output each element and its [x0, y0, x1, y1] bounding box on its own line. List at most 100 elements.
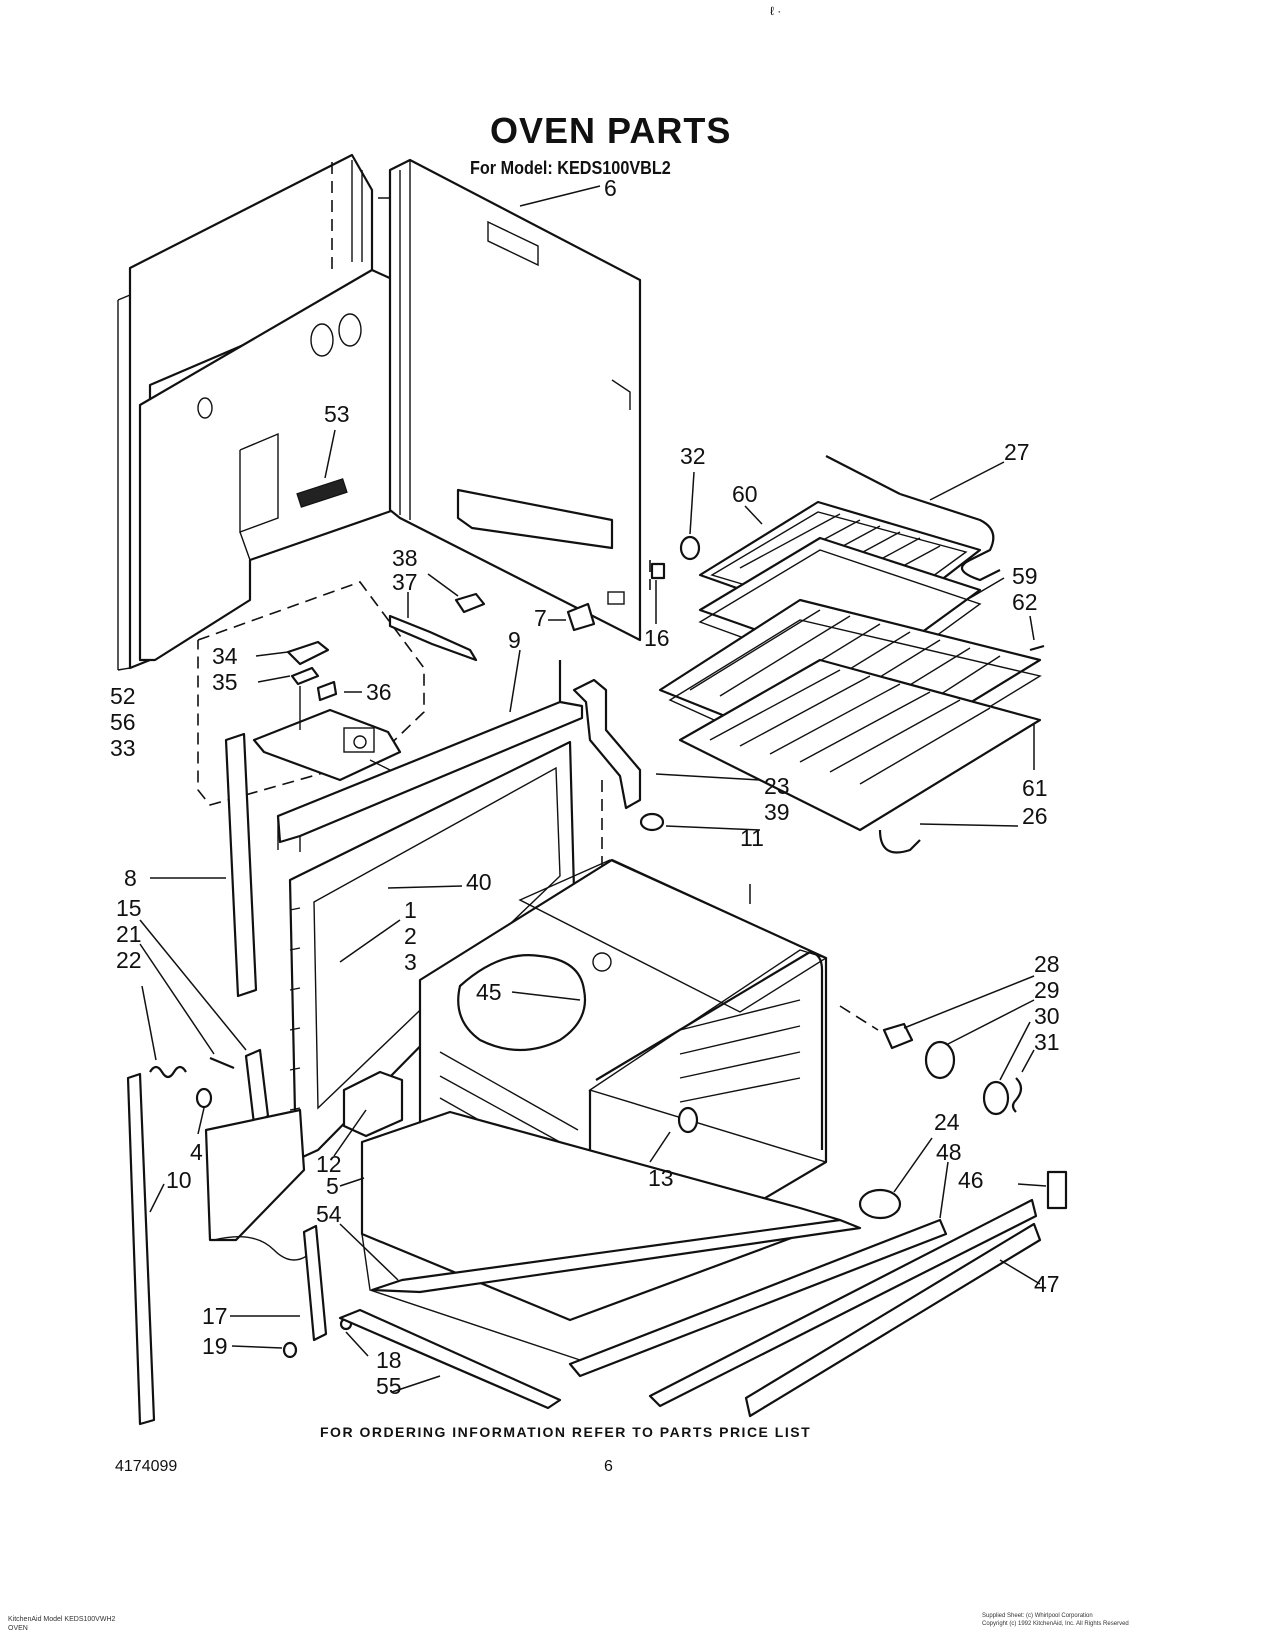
side-trim-10	[126, 1072, 165, 1426]
hinge-bracket	[204, 1108, 315, 1261]
callout-24: 24	[934, 1109, 960, 1135]
callout-55: 55	[376, 1373, 402, 1399]
callout-28: 28	[1034, 951, 1060, 977]
bottom-rail-54	[339, 1218, 862, 1294]
clip-36	[316, 680, 362, 702]
callout-27: 27	[1004, 439, 1030, 465]
broil-element-27	[825, 455, 1005, 582]
switch-34	[255, 640, 330, 666]
light-lens-30	[982, 1021, 1031, 1116]
callout-31: 31	[1034, 1029, 1060, 1055]
pin-21	[139, 943, 235, 1070]
hinge-17	[230, 1224, 328, 1342]
front-frame-9	[276, 649, 584, 852]
callout-9: 9	[508, 627, 521, 653]
callout-5: 5	[326, 1173, 339, 1199]
callout-59: 59	[1012, 563, 1038, 589]
bracket-16	[650, 562, 666, 624]
callout-46: 46	[958, 1167, 984, 1193]
model-line: For Model: KEDS100VBL2	[470, 158, 671, 178]
callout-40: 40	[466, 869, 492, 895]
callout-56: 56	[110, 709, 136, 735]
clip-35	[257, 666, 320, 686]
callout-13: 13	[648, 1165, 674, 1191]
callout-19: 19	[202, 1333, 228, 1359]
callout-labels: 6 53 32 60 27 59 62 38 37 7 16 9 34 35 3…	[110, 175, 1060, 1399]
scan-mark: ℓ ·	[770, 4, 782, 18]
copyright-line: Copyright (c) 1992 KitchenAid, Inc. All …	[982, 1621, 1129, 1627]
callout-32: 32	[680, 443, 706, 469]
bracket-46	[1017, 1170, 1068, 1210]
callout-3: 3	[404, 949, 417, 975]
callout-11: 11	[740, 825, 764, 851]
ordering-info-note: FOR ORDERING INFORMATION REFER TO PARTS …	[320, 1424, 812, 1440]
callout-54: 54	[316, 1201, 342, 1227]
callout-29: 29	[1034, 977, 1060, 1003]
callout-52: 52	[110, 683, 136, 709]
callout-53: 53	[324, 401, 350, 427]
callout-39: 39	[764, 799, 790, 825]
page-title: OVEN PARTS	[490, 110, 732, 151]
washer-4	[195, 1087, 213, 1135]
vent-tube-23	[572, 678, 761, 810]
kick-plate-48	[568, 1161, 949, 1378]
callout-62: 62	[1012, 589, 1038, 615]
callout-10: 10	[166, 1167, 192, 1193]
callout-26: 26	[1022, 803, 1048, 829]
callout-61: 61	[1022, 775, 1048, 801]
callout-38: 38	[392, 545, 418, 571]
callout-60: 60	[732, 481, 758, 507]
thermostat-assembly	[252, 686, 402, 782]
callout-18: 18	[376, 1347, 402, 1373]
bottom-rail-55	[338, 1308, 562, 1410]
leveling-foot-24	[858, 1137, 933, 1220]
light-bulb-29	[924, 999, 1035, 1080]
copyright-notice: Supplied Sheet: (c) Whirlpool Corporatio…	[982, 1612, 1129, 1628]
retaining-clip-31	[1011, 1049, 1035, 1113]
callout-21: 21	[116, 921, 142, 947]
callout-34: 34	[212, 643, 238, 669]
page-number: 6	[604, 1458, 613, 1475]
knob-32	[679, 471, 701, 561]
callout-37: 37	[392, 569, 418, 595]
callout-7: 7	[534, 605, 547, 631]
callout-33: 33	[110, 735, 136, 761]
cavity-insert-45	[511, 991, 581, 1001]
sensor-clip-7	[548, 602, 596, 632]
trim-strip-8	[150, 732, 258, 998]
callout-12: 12	[316, 1151, 342, 1177]
callout-1: 1	[404, 897, 417, 923]
block-38	[427, 573, 486, 614]
callout-45: 45	[476, 979, 502, 1005]
callout-2: 2	[404, 923, 417, 949]
bottom-left-line: OVEN	[8, 1625, 28, 1632]
rear-inner-panel	[138, 268, 396, 662]
callout-47: 47	[1034, 1271, 1060, 1297]
nut-19	[231, 1341, 298, 1359]
callout-16: 16	[644, 625, 670, 651]
callout-6: 6	[604, 175, 617, 201]
document-number: 4174099	[115, 1458, 178, 1475]
oven-rack-26	[678, 658, 1042, 854]
callout-30: 30	[1034, 1003, 1060, 1029]
spring-22	[141, 985, 187, 1079]
callout-15: 15	[116, 895, 142, 921]
callout-22: 22	[116, 947, 142, 973]
bracket-37	[388, 592, 478, 662]
terminal-block-53	[296, 429, 348, 508]
oven-side-panel-6	[388, 158, 642, 642]
grommet-39	[639, 812, 761, 832]
callout-36: 36	[366, 679, 392, 705]
screw-18	[339, 1317, 369, 1357]
callout-23: 23	[764, 773, 790, 799]
copyright-line: Supplied Sheet: (c) Whirlpool Corporatio…	[982, 1613, 1093, 1619]
callout-8: 8	[124, 865, 137, 891]
hinge-receiver-12	[333, 1070, 404, 1157]
kick-plate-47	[648, 1198, 1042, 1418]
callout-4: 4	[190, 1139, 203, 1165]
callout-48: 48	[936, 1139, 962, 1165]
bottom-left-caption: KitchenAid Model KEDS100VWH2 OVEN	[8, 1615, 115, 1633]
callout-35: 35	[212, 669, 238, 695]
